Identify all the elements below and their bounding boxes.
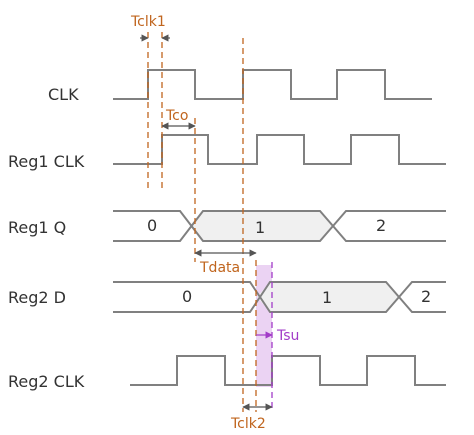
reg1-q-value-2: 2 xyxy=(376,216,386,235)
signal-label-reg1-q: Reg1 Q xyxy=(8,218,66,237)
reg2-d-value-1: 1 xyxy=(322,288,332,307)
reg2-d-value-0: 0 xyxy=(182,287,192,306)
signal-label-reg1-clk: Reg1 CLK xyxy=(8,152,85,171)
reg2-clk-waveform xyxy=(130,355,446,386)
signal-label-reg2-clk: Reg2 CLK xyxy=(8,372,85,391)
reg1-q-bus xyxy=(113,210,446,242)
reg2-d-bus xyxy=(113,281,446,313)
signal-label-reg2-d: Reg2 D xyxy=(8,288,66,307)
reg1-clk-waveform xyxy=(113,134,446,165)
tclk2-label: Tclk2 xyxy=(230,416,266,432)
clk-waveform xyxy=(113,69,432,100)
tco-label: Tco xyxy=(165,108,188,124)
tclk1-label: Tclk1 xyxy=(130,14,166,30)
signal-label-clk: CLK xyxy=(48,85,79,104)
reg1-q-value-0: 0 xyxy=(147,216,157,235)
tdata-label: Tdata xyxy=(199,260,240,276)
reg1-q-value-1: 1 xyxy=(255,218,265,237)
reg2-d-value-2: 2 xyxy=(421,287,431,306)
tsu-label: Tsu xyxy=(276,328,299,344)
